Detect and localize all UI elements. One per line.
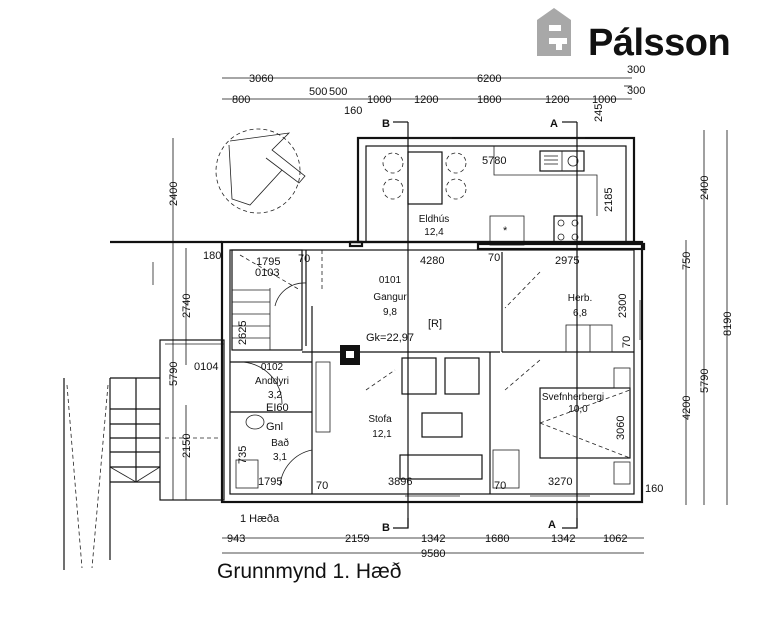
dim-1000a: 1000 [367, 94, 391, 106]
dim-left-2150: 2150 [181, 434, 193, 458]
dim-500b: 500 [329, 86, 347, 98]
gnl-label: Gnl [266, 421, 283, 433]
dim-bath-735: 735 [237, 446, 249, 464]
dim-left-2400: 2400 [168, 182, 180, 206]
room-bedroom-area: 10,0 [568, 404, 588, 415]
dim-bedroom-3270: 3270 [548, 476, 572, 488]
room-anddyri-code: 0102 [261, 362, 284, 373]
room-anddyri-name: Anddyri [255, 376, 289, 387]
dim-bedroom-3060: 3060 [615, 416, 627, 440]
dim-right-2400: 2400 [699, 176, 711, 200]
room-herb-area: 6,8 [573, 308, 587, 319]
dim-300b: 300 [627, 85, 645, 97]
dim-800: 800 [232, 94, 250, 106]
dim-1000b: 1000 [592, 94, 616, 106]
dim-245: 245 [593, 104, 605, 122]
svg-text:*: * [503, 225, 508, 237]
drawing-title: Grunnmynd 1. Hæð [217, 560, 402, 583]
dim-bottom-1680: 1680 [485, 533, 509, 545]
north-arrow-icon [215, 128, 306, 214]
room-herb-name: Herb. [568, 293, 592, 304]
room-stofa-name: Stofa [368, 414, 392, 425]
dim-160-top: 160 [344, 105, 362, 117]
dim-bottom-1342a: 1342 [421, 533, 445, 545]
dim-bottom-9580: 9580 [421, 548, 445, 560]
dim-1800: 1800 [477, 94, 501, 106]
dim-door-70d: 70 [316, 480, 328, 492]
brand-logo-text: Pálsson [588, 22, 731, 64]
section-marker-b-bottom: B [382, 522, 390, 534]
exterior-stair [63, 377, 161, 570]
svg-text:[R]: [R] [428, 318, 442, 330]
room-kitchen-name: Eldhús [419, 214, 450, 225]
entry-porch [159, 339, 225, 501]
dim-door-70a: 70 [488, 252, 500, 264]
room-kitchen-area: 12,4 [424, 227, 444, 238]
dim-500a: 500 [309, 86, 327, 98]
room-stofa-area: 12,1 [372, 429, 392, 440]
dim-right-750: 750 [681, 252, 693, 270]
room-bedroom-name: Svefnherbergi [542, 392, 604, 403]
gk-annotation: Gk=22,97 [366, 332, 414, 344]
bottom-dimensions [222, 537, 644, 554]
dim-bottom-1342b: 1342 [551, 533, 575, 545]
dim-right-8190: 8190 [722, 312, 734, 336]
dim-bottom-1062: 1062 [603, 533, 627, 545]
dim-top-6200: 6200 [477, 73, 501, 85]
dim-door-70c: 70 [621, 336, 633, 348]
dim-stair-1795: 1795 [256, 256, 280, 268]
house-walls: [R] [220, 240, 644, 504]
dim-door-70b: 70 [298, 253, 310, 265]
top-dimensions [222, 77, 632, 100]
dim-bath-1795: 1795 [258, 476, 282, 488]
dim-1200b: 1200 [545, 94, 569, 106]
section-marker-b-top: B [382, 118, 390, 130]
dim-kitchen-2185: 2185 [603, 188, 615, 212]
dim-wall-180: 180 [203, 250, 221, 262]
dim-top-3060: 3060 [249, 73, 273, 85]
ei60-label: EI60 [266, 402, 289, 414]
right-dimensions [685, 130, 728, 505]
floor-label: 1 Hæða [240, 513, 280, 525]
dim-left-5790: 5790 [168, 362, 180, 386]
dim-kitchen-5780: 5780 [482, 155, 506, 167]
room-bath-area: 3,1 [273, 452, 287, 463]
section-marker-a-bottom: A [548, 519, 556, 531]
section-marker-a-top: A [550, 118, 558, 130]
dim-right-4200: 4200 [681, 396, 693, 420]
left-dimensions [110, 138, 222, 500]
section-lines [393, 121, 578, 529]
dim-living-3896: 3896 [388, 476, 412, 488]
dim-left-2740: 2740 [181, 294, 193, 318]
dim-1200a: 1200 [414, 94, 438, 106]
dim-bottom-2159: 2159 [345, 533, 369, 545]
dim-door-70e: 70 [494, 480, 506, 492]
dim-hall-4280: 4280 [420, 255, 444, 267]
dim-bottom-943: 943 [227, 533, 245, 545]
room-gangur-code: 0101 [379, 275, 402, 286]
dim-herb-2975: 2975 [555, 255, 579, 267]
entry-code-0104: 0104 [194, 361, 218, 373]
room-gangur-area: 9,8 [383, 307, 397, 318]
dim-top-300a: 300 [627, 64, 645, 76]
dim-stair-2625: 2625 [237, 321, 249, 345]
room-anddyri-area: 3,2 [268, 390, 282, 401]
house-e-logo-icon [537, 8, 571, 56]
room-bath-name: Bað [271, 437, 289, 449]
dim-right-5790: 5790 [699, 369, 711, 393]
room-0103-code: 0103 [255, 267, 279, 279]
dim-herb-2300: 2300 [617, 294, 629, 318]
dim-wall-160: 160 [645, 483, 663, 495]
room-gangur-name: Gangur [373, 292, 407, 303]
